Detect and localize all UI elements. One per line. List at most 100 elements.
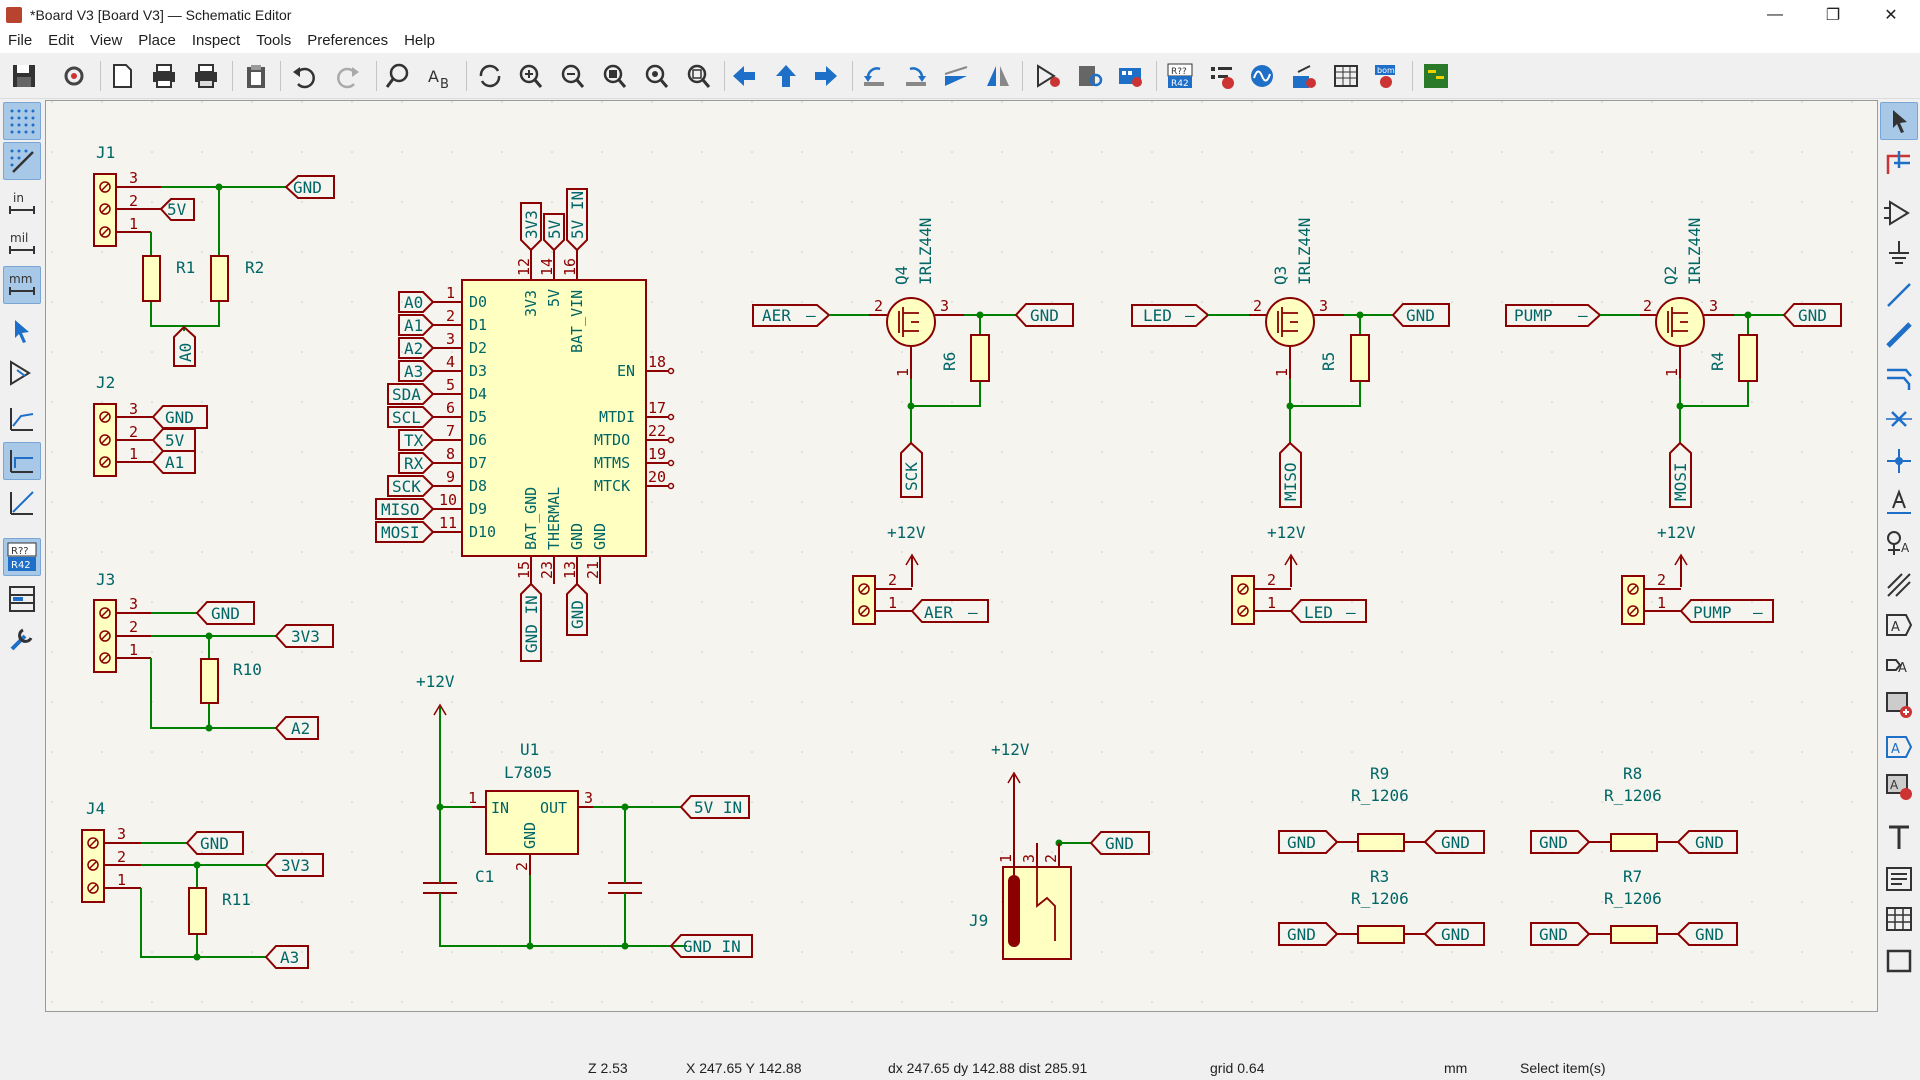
pcb-editor-icon[interactable]: [1420, 61, 1452, 91]
power-12v-pump[interactable]: +12V: [1657, 523, 1696, 587]
menu-file[interactable]: File: [8, 32, 33, 49]
add-wire-icon[interactable]: [1880, 276, 1918, 314]
schematic-setup-icon[interactable]: [58, 61, 90, 91]
power-12v-led[interactable]: +12V: [1267, 523, 1306, 587]
close-button[interactable]: ✕: [1884, 6, 1898, 24]
net-label-icon[interactable]: [1880, 484, 1918, 522]
connector-j3[interactable]: J3 321: [93, 570, 151, 673]
net-label-miso-q3[interactable]: MISO: [1279, 441, 1302, 508]
mosfet-q3[interactable]: 2 3 1 Q3 IRLZ44N: [1249, 218, 1344, 379]
resistor-r9[interactable]: R9 R_1206 GND GND: [1278, 764, 1485, 854]
net-label-3v3-j4[interactable]: 3V3: [264, 853, 324, 877]
annotation-toggle-icon[interactable]: R??R42: [3, 538, 41, 576]
symbol-browser-icon[interactable]: [1074, 61, 1106, 91]
mirror-vertical-icon[interactable]: [940, 61, 972, 91]
menu-help[interactable]: Help: [404, 32, 435, 49]
capacitor-c2[interactable]: [608, 881, 642, 911]
net-class-directive-icon[interactable]: A: [1880, 524, 1918, 562]
power-12v-j9[interactable]: +12V: [991, 740, 1030, 833]
net-label-a2-j3[interactable]: A2: [274, 716, 319, 740]
paste-icon[interactable]: [240, 61, 272, 91]
plot-icon[interactable]: [190, 61, 222, 91]
net-label-gnd-j9[interactable]: GND: [1089, 831, 1150, 855]
line-mode-free-icon[interactable]: [3, 400, 41, 438]
rule-area-icon[interactable]: [1880, 566, 1918, 604]
net-label-5v-j1[interactable]: 5V: [159, 198, 195, 221]
resistor-r5[interactable]: R5: [1319, 334, 1370, 382]
net-label-gnd-j4[interactable]: GND: [185, 831, 244, 855]
redo-icon[interactable]: [332, 61, 364, 91]
print-icon[interactable]: [148, 61, 180, 91]
hierarchical-label-icon[interactable]: A: [1880, 646, 1918, 684]
resistor-r3[interactable]: R3 R_1206 GND GND: [1278, 867, 1485, 946]
net-label-3v3-j3[interactable]: 3V3: [274, 624, 334, 648]
no-connect-icon[interactable]: [1880, 400, 1918, 438]
line-mode-45-icon[interactable]: [3, 484, 41, 522]
mcu-module[interactable]: D0 D1 D2 D3 D4 D5 D6 D7 D8 D9 D10 1 2 3 …: [433, 250, 675, 584]
symbol-editor-icon[interactable]: [1032, 61, 1064, 91]
bom-generate-icon[interactable]: bom: [1370, 61, 1402, 91]
footprint-assignment-icon[interactable]: [1114, 61, 1146, 91]
units-mils-icon[interactable]: mil: [3, 225, 41, 263]
net-label-a3-j4[interactable]: A3: [264, 945, 309, 969]
net-label-pump-out[interactable]: PUMP–: [1679, 599, 1774, 623]
net-label-gnd-q4[interactable]: GND: [1014, 303, 1074, 327]
net-label-gnd-q2[interactable]: GND: [1782, 303, 1842, 327]
rotate-cw-icon[interactable]: [900, 61, 932, 91]
mosfet-q2[interactable]: 2 3 1 Q2 IRLZ44N: [1640, 218, 1734, 379]
add-power-icon[interactable]: [1880, 234, 1918, 272]
add-table-icon[interactable]: [1880, 900, 1918, 938]
rotate-ccw-icon[interactable]: [858, 61, 890, 91]
zoom-in-icon[interactable]: [514, 61, 546, 91]
simulator-icon[interactable]: [1246, 61, 1278, 91]
resistor-r10[interactable]: R10: [200, 658, 262, 704]
net-label-a1-j2[interactable]: A1: [151, 450, 196, 474]
net-label-5v-j2[interactable]: 5V: [151, 428, 196, 452]
cursor-crosshair-icon[interactable]: [3, 312, 41, 350]
net-label-gnd-in[interactable]: GND IN: [669, 934, 753, 958]
net-label-led[interactable]: LED–: [1131, 304, 1210, 327]
add-text-icon[interactable]: [1880, 818, 1918, 856]
sync-sheet-pins-icon[interactable]: A: [1880, 768, 1918, 806]
net-label-gnd-j1[interactable]: GND: [284, 175, 335, 199]
line-mode-90-icon[interactable]: [3, 442, 41, 480]
net-label-aer[interactable]: AER–: [752, 304, 831, 327]
connector-j1[interactable]: J1 321: [93, 143, 161, 247]
maximize-button[interactable]: ❐: [1825, 6, 1841, 24]
zoom-out-icon[interactable]: [556, 61, 588, 91]
regulator-u1[interactable]: U1 L7805 IN OUT GND 1 3 2: [468, 740, 593, 875]
annotate-icon[interactable]: R??R42: [1164, 61, 1196, 91]
menu-preferences[interactable]: Preferences: [307, 32, 389, 49]
net-label-pump[interactable]: PUMP–: [1505, 304, 1602, 327]
add-bus-icon[interactable]: [1880, 316, 1918, 354]
mirror-horizontal-icon[interactable]: [982, 61, 1014, 91]
junction-icon[interactable]: [1880, 442, 1918, 480]
menu-tools[interactable]: Tools: [256, 32, 292, 49]
resistor-r6[interactable]: R6: [940, 334, 990, 382]
dc-jack-j9[interactable]: 1 3 2 J9: [969, 833, 1072, 960]
resistor-r4[interactable]: R4: [1708, 334, 1758, 382]
net-label-5v-in[interactable]: 5V IN: [679, 795, 750, 819]
add-symbol-icon[interactable]: [1880, 194, 1918, 232]
mosfet-q4[interactable]: 2 3 1 Q4 IRLZ44N: [869, 218, 964, 379]
net-label-mosi-q2[interactable]: MOSI: [1669, 441, 1692, 508]
net-label-led-out[interactable]: LED–: [1289, 599, 1367, 623]
select-tool-icon[interactable]: [1880, 102, 1918, 140]
units-mm-icon[interactable]: mm: [3, 266, 41, 304]
net-label-sck-q4[interactable]: SCK: [900, 441, 923, 498]
output-connector-aer[interactable]: 2 1: [852, 571, 912, 625]
add-bus-entry-icon[interactable]: [1880, 358, 1918, 396]
minimize-button[interactable]: —: [1767, 5, 1783, 23]
resistor-r1[interactable]: R1: [142, 255, 195, 302]
output-connector-pump[interactable]: 2 1: [1621, 571, 1681, 625]
symbol-fields-icon[interactable]: [3, 620, 41, 658]
navigate-back-icon[interactable]: [728, 61, 760, 91]
power-12v-aer[interactable]: +12V: [887, 523, 926, 587]
global-label-icon[interactable]: A: [1880, 606, 1918, 644]
undo-icon[interactable]: [288, 61, 320, 91]
net-label-gnd-j2[interactable]: GND: [151, 405, 208, 429]
connector-j4[interactable]: J4 321: [81, 799, 141, 903]
resistor-r7[interactable]: R7 R_1206 GND GND: [1530, 867, 1738, 946]
